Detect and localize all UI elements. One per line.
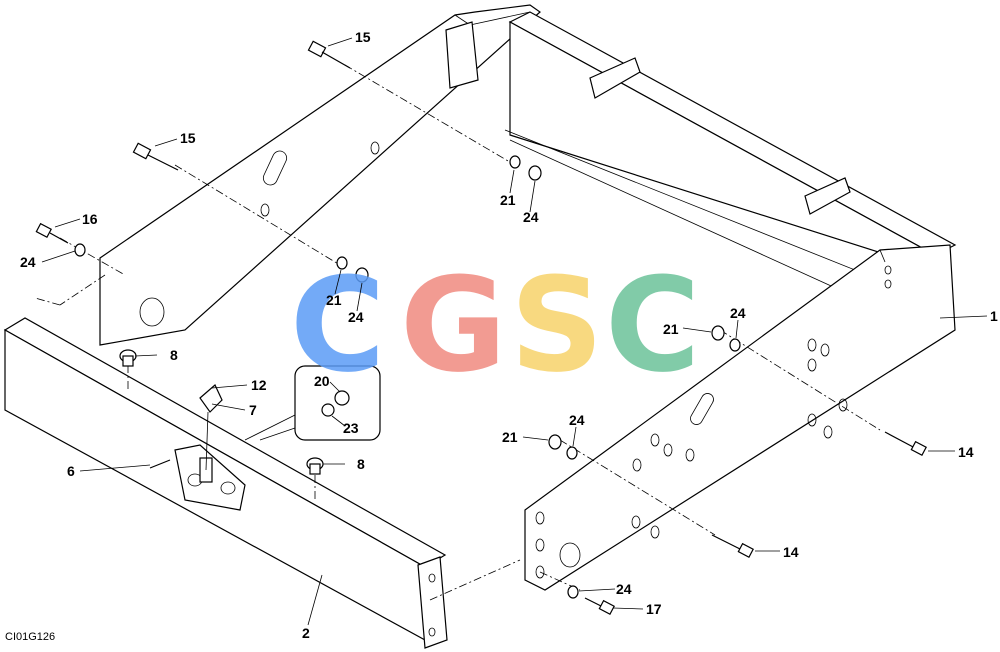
callout-15: 15 [180,130,196,146]
nut-24-mid [355,267,369,283]
front-beam [3,317,448,649]
washer-23 [321,403,335,417]
washer-21-back [509,155,521,169]
bolt-15-top [307,40,351,69]
nut-24-back [528,165,542,181]
callout-17: 17 [646,601,662,617]
callout-8: 8 [170,347,178,363]
callout-6: 6 [67,463,75,479]
nut-21-lower [548,434,562,450]
callout-24: 24 [348,309,364,325]
washer-24-bottom [567,585,579,599]
callout-24: 24 [569,412,585,428]
fasteners [35,40,927,616]
watermark-letter-s: S [510,249,604,401]
callout-24: 24 [523,209,539,225]
nut-21-right [711,325,725,341]
watermark: C G S C [290,249,700,401]
washer-24-lower [566,446,578,460]
callout-14: 14 [958,444,974,460]
callout-20: 20 [314,373,330,389]
pin-6 [149,459,171,469]
bolt-16 [35,222,69,244]
bolt-15-mid [132,142,179,171]
callout-1: 1 [990,308,998,324]
callout-12: 12 [251,377,267,393]
detail-inset [244,365,381,441]
washer-24-left [74,243,86,257]
right-side-plate [524,244,956,591]
bolt-17 [584,597,615,616]
callout-21: 21 [663,321,679,337]
callout-21: 21 [500,192,516,208]
callout-15: 15 [355,29,371,45]
callout-23: 23 [343,420,359,436]
washer-24-right [729,338,741,352]
right-plate-holes [535,265,892,579]
watermark-letter-c2: C [605,249,700,401]
callout-21: 21 [502,429,518,445]
callout-24: 24 [20,254,36,270]
nut-20 [334,390,350,406]
watermark-letter-g: G [400,249,507,401]
clip-7 [199,384,223,471]
bolt-14-lower [711,534,754,559]
callout-8: 8 [357,456,365,472]
plug-8-right [306,457,324,475]
plug-8-left [119,349,137,367]
callout-labels: 1 2 6 7 8 8 12 14 14 15 15 16 17 20 21 2… [20,29,998,641]
callout-24: 24 [730,305,746,321]
figure-id: CI01G126 [5,631,55,643]
leader-lines [41,37,988,626]
watermark-letter-c1: C [290,249,385,401]
callout-21: 21 [326,292,342,308]
callout-16: 16 [82,211,98,227]
left-side-plate [99,4,541,346]
callout-24: 24 [616,581,632,597]
callout-14: 14 [783,544,799,560]
callout-2: 2 [302,625,310,641]
rear-cross-member [504,11,957,301]
bolt-14-right [884,431,927,457]
callout-7: 7 [249,402,257,418]
washer-21-mid [336,256,348,270]
